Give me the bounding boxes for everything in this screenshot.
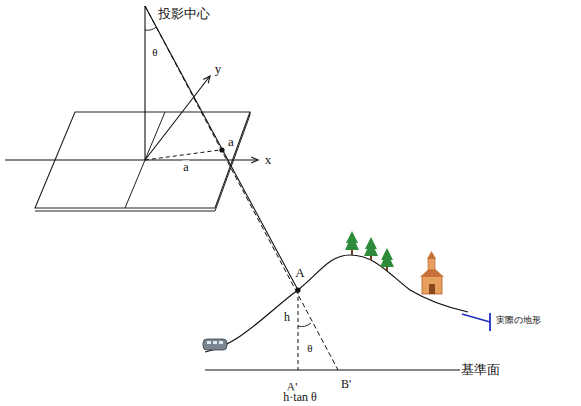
x-axis (5, 159, 258, 160)
optical-axis (144, 6, 145, 160)
angle-label: θ (306, 342, 313, 354)
axis-label: x (264, 153, 273, 167)
leader-line (462, 314, 490, 322)
label-text: a (227, 134, 235, 149)
terrain-profile (205, 255, 468, 352)
label-text: 投影中心 (157, 6, 211, 21)
trees (345, 231, 394, 271)
point-label: a (227, 135, 235, 149)
center-label: 投影中心 (157, 7, 211, 21)
plane-thickness (35, 112, 250, 211)
y-axis (145, 76, 210, 160)
label-text: θ (151, 46, 158, 58)
height-label: h (283, 311, 291, 324)
train (203, 339, 227, 350)
label-text: 基準面 (460, 362, 501, 377)
label-text: A (294, 265, 305, 280)
label-text: h (283, 310, 291, 324)
label-text: h·tan θ (282, 391, 317, 405)
label-text: y (214, 61, 223, 76)
label-text: 実際の地形 (495, 315, 542, 325)
plane-label: 基準面 (460, 363, 501, 377)
point-label: B' (340, 378, 352, 391)
angle-arc (298, 323, 311, 327)
angle-label: θ (151, 46, 158, 58)
dimension-label: h·tan θ (282, 392, 317, 405)
axis-label: y (214, 62, 223, 76)
reference-plane (205, 369, 460, 370)
ray-to-B (145, 6, 338, 370)
leader-tick (489, 313, 491, 331)
label-text: B' (340, 377, 352, 391)
height-line (298, 290, 299, 370)
point-label: A (294, 266, 305, 280)
church (420, 251, 444, 294)
point-label: a (182, 161, 189, 174)
terrain-label: 実際の地形 (495, 316, 542, 326)
image-vector (145, 150, 220, 160)
label-text: x (264, 152, 273, 167)
label-text: a (182, 160, 189, 174)
angle-arc (145, 27, 156, 30)
label-text: θ (306, 342, 313, 354)
image-point (219, 147, 224, 152)
